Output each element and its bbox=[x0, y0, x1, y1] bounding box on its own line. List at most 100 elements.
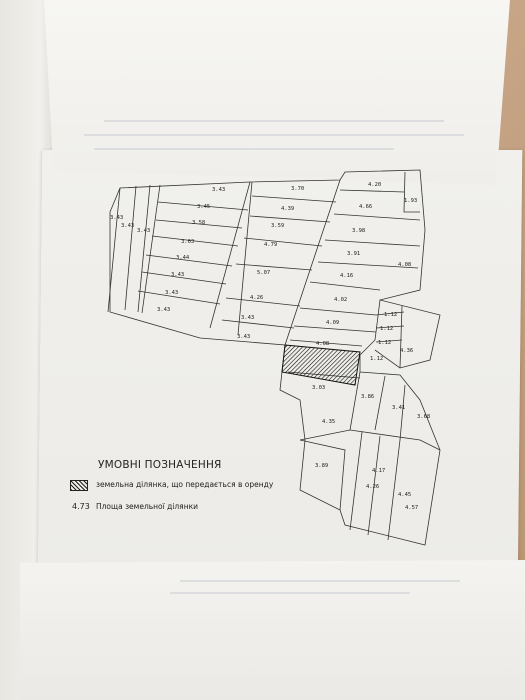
parcel-area-label: 3.44 bbox=[176, 255, 190, 261]
boundary-line bbox=[349, 371, 361, 431]
parcel-area-label: 3.43 bbox=[237, 334, 250, 340]
boundary-line bbox=[243, 237, 323, 247]
boundary-line bbox=[309, 281, 381, 291]
boundary-line bbox=[141, 184, 161, 314]
hatch-swatch bbox=[70, 480, 88, 491]
parcel-area-label: 4.35 bbox=[322, 419, 335, 425]
parcel-area-label: 1.12 bbox=[378, 340, 391, 346]
parcel-area-label: 3.98 bbox=[352, 228, 365, 234]
parcel-area-label: 3.63 bbox=[181, 239, 194, 245]
parcel-area-label: 3.43 bbox=[137, 228, 150, 234]
parcel-area-label: 3.45 bbox=[197, 204, 210, 210]
parcel-area-label: 4.16 bbox=[340, 273, 353, 279]
parcel-area-label: 1.12 bbox=[370, 356, 383, 362]
parcel-area-label: 3.43 bbox=[121, 223, 134, 229]
parcel-area-label: 3.70 bbox=[291, 186, 304, 192]
boundary-line bbox=[367, 435, 381, 536]
boundary-line bbox=[237, 181, 253, 336]
boundary-line bbox=[225, 297, 301, 307]
parcel-area-label: 3.43 bbox=[157, 307, 170, 313]
faint-text-line bbox=[170, 592, 410, 594]
boundary-line bbox=[299, 307, 377, 316]
parcel-area-label: 1.12 bbox=[380, 326, 393, 332]
parcel-area-label: 3.68 bbox=[417, 414, 430, 420]
boundary-line bbox=[137, 184, 151, 313]
boundary-line bbox=[317, 261, 419, 269]
boundary-line bbox=[299, 429, 441, 451]
parcel-area-label: 4.09 bbox=[326, 320, 339, 326]
boundary-line bbox=[145, 254, 233, 267]
faint-text-line bbox=[180, 580, 460, 582]
boundary-line bbox=[387, 439, 401, 541]
boundary-line bbox=[124, 185, 137, 311]
boundary-line bbox=[209, 181, 251, 329]
boundary-line bbox=[375, 311, 405, 343]
boundary-line bbox=[251, 195, 337, 203]
boundary-line bbox=[299, 439, 346, 511]
parcel-area-label: 4.39 bbox=[281, 206, 294, 212]
boundary-line bbox=[293, 325, 377, 333]
parcel-area-label: 3.89 bbox=[315, 463, 328, 469]
boundary-line bbox=[151, 235, 239, 247]
parcel-area-label: 4.66 bbox=[359, 204, 372, 210]
parcel-area-label: 4.45 bbox=[398, 492, 411, 498]
parcel-area-label: 3.91 bbox=[347, 251, 360, 257]
bottom-sheet bbox=[20, 560, 525, 700]
boundary-line bbox=[333, 213, 421, 221]
parcel-area-label: 3.41 bbox=[392, 405, 405, 411]
boundary-line bbox=[235, 263, 313, 271]
parcel-area-label: 3.86 bbox=[361, 394, 374, 400]
parcel-labels: 3.433.433.433.433.453.583.633.443.433.43… bbox=[110, 182, 430, 511]
parcel-area-label: 4.02 bbox=[334, 297, 347, 303]
parcel-area-label: 4.36 bbox=[400, 348, 413, 354]
parcel-area-label: 3.58 bbox=[192, 220, 205, 226]
boundary-line bbox=[349, 431, 363, 531]
boundary-line bbox=[221, 319, 295, 329]
parcel-area-label: 3.43 bbox=[241, 315, 254, 321]
parcel-area-label: 4.79 bbox=[264, 242, 277, 248]
boundary-line bbox=[339, 189, 405, 193]
leased-parcel-hatched bbox=[281, 344, 361, 386]
parcel-area-label: 4.57 bbox=[405, 505, 418, 511]
legend-hatch-label: земельна ділянка, що передається в оренд… bbox=[96, 480, 274, 489]
parcel-area-label: 4.17 bbox=[372, 468, 385, 474]
outer-boundary bbox=[109, 169, 441, 546]
parcel-area-label: 4.26 bbox=[366, 484, 379, 490]
faint-text-line bbox=[94, 148, 394, 150]
parcel-area-label: 4.20 bbox=[368, 182, 381, 188]
boundary-line bbox=[403, 171, 420, 213]
parcel-area-label: 5.07 bbox=[257, 270, 270, 276]
boundary-line bbox=[155, 219, 243, 229]
boundary-line bbox=[107, 187, 121, 313]
legend-title: УМОВНІ ПОЗНАЧЕННЯ bbox=[98, 459, 222, 471]
boundary-line bbox=[137, 290, 221, 305]
boundary-line bbox=[399, 384, 406, 441]
parcel-area-label: 4.08 bbox=[398, 262, 411, 268]
boundary-line bbox=[374, 375, 386, 431]
parcel-area-label: 1.93 bbox=[404, 198, 417, 204]
boundary-line bbox=[141, 271, 227, 285]
boundary-line bbox=[249, 215, 331, 223]
parcel-area-label: 4.08 bbox=[316, 341, 329, 347]
parcel-area-label: 3.59 bbox=[271, 223, 284, 229]
parcel-area-label: 3.43 bbox=[110, 215, 123, 221]
parcel-area-label: 3.43 bbox=[171, 272, 184, 278]
parcel-area-label: 1.12 bbox=[384, 312, 397, 318]
boundary-line bbox=[289, 339, 363, 347]
boundary-line bbox=[399, 305, 403, 369]
top-folded-sheet bbox=[44, 0, 510, 185]
legend-area-example: 4.73 bbox=[72, 502, 90, 511]
faint-text-line bbox=[104, 120, 444, 122]
legend-area-label: Площа земельної ділянки bbox=[96, 502, 198, 511]
boundary-line bbox=[374, 299, 441, 369]
boundary-line bbox=[284, 179, 341, 346]
boundary-line bbox=[324, 239, 421, 247]
parcel-area-label: 3.03 bbox=[312, 385, 325, 391]
boundary-line bbox=[157, 201, 249, 211]
parcel-boundaries bbox=[107, 169, 441, 546]
parcel-area-label: 3.43 bbox=[212, 187, 225, 193]
parcel-area-label: 4.26 bbox=[250, 295, 263, 301]
faint-text-line bbox=[84, 134, 464, 136]
parcel-area-label: 3.43 bbox=[165, 290, 178, 296]
